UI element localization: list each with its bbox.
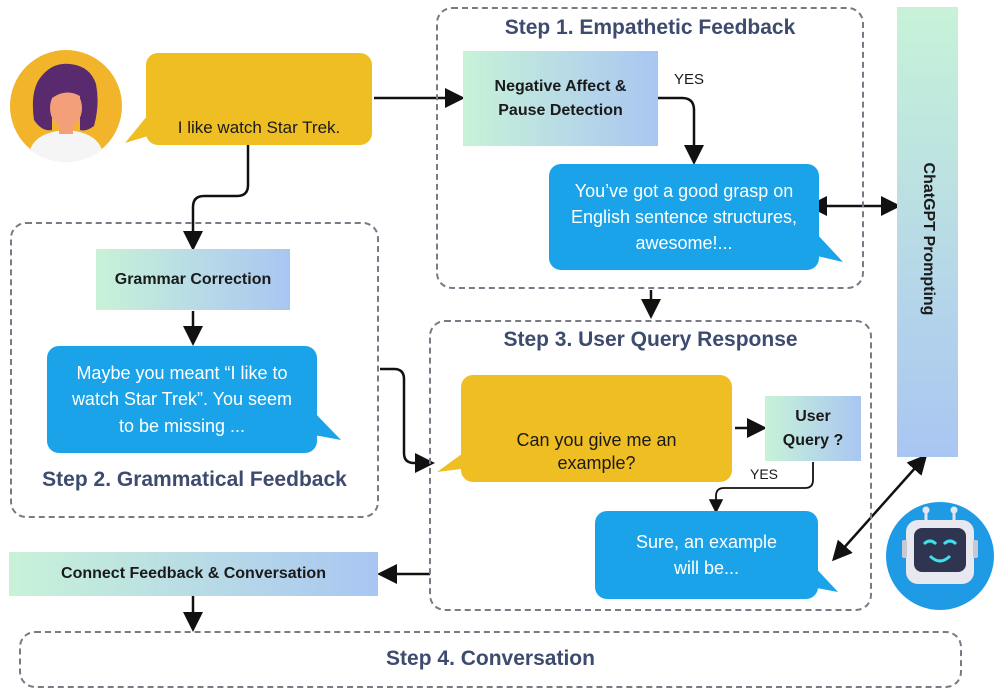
robot-avatar-icon bbox=[886, 502, 994, 610]
chatgpt-prompting-bar: ChatGPT Prompting bbox=[897, 7, 958, 457]
user-question-bubble: Can you give me an example? bbox=[461, 375, 732, 482]
grammar-correction-module: Grammar Correction bbox=[96, 249, 290, 310]
connect-feedback-bar: Connect Feedback & Conversation bbox=[9, 552, 378, 596]
empathetic-response-bubble: You’ve got a good grasp on English sente… bbox=[549, 164, 819, 270]
affect-detector-module: Negative Affect & Pause Detection bbox=[463, 51, 658, 146]
step4-box bbox=[19, 631, 962, 688]
chatgpt-prompting-label: ChatGPT Prompting bbox=[919, 162, 937, 316]
step3-box bbox=[429, 320, 872, 611]
user-question-text: Can you give me an example? bbox=[516, 430, 677, 474]
user-query-module: User Query ? bbox=[765, 396, 861, 461]
yes-label-step1: YES bbox=[674, 71, 705, 88]
step1-title: Step 1. Empathetic Feedback bbox=[504, 16, 796, 39]
step4-title: Step 4. Conversation bbox=[386, 647, 595, 670]
user-avatar-icon bbox=[10, 50, 122, 162]
user-utterance: I like watch Star Trek. bbox=[177, 118, 341, 137]
arrow-user-to-grammar bbox=[183, 145, 250, 251]
step3-title: Step 3. User Query Response bbox=[503, 328, 798, 351]
arrow-query-to-answer bbox=[708, 462, 814, 514]
arrow-detector-to-response bbox=[658, 96, 704, 165]
arrow-step2-to-step3 bbox=[380, 367, 435, 473]
grammar-feedback-bubble: Maybe you meant “I like to watch Star Tr… bbox=[47, 346, 317, 453]
arrow-answer-chatgpt bbox=[832, 454, 928, 562]
user-speech-bubble: I like watch Star Trek. bbox=[146, 53, 372, 145]
query-answer-bubble: Sure, an example will be... bbox=[595, 511, 818, 599]
step2-box bbox=[10, 222, 379, 518]
step2-title: Step 2. Grammatical Feedback bbox=[42, 468, 347, 491]
step1-box bbox=[436, 7, 864, 289]
yes-label-step3: YES bbox=[750, 466, 779, 482]
